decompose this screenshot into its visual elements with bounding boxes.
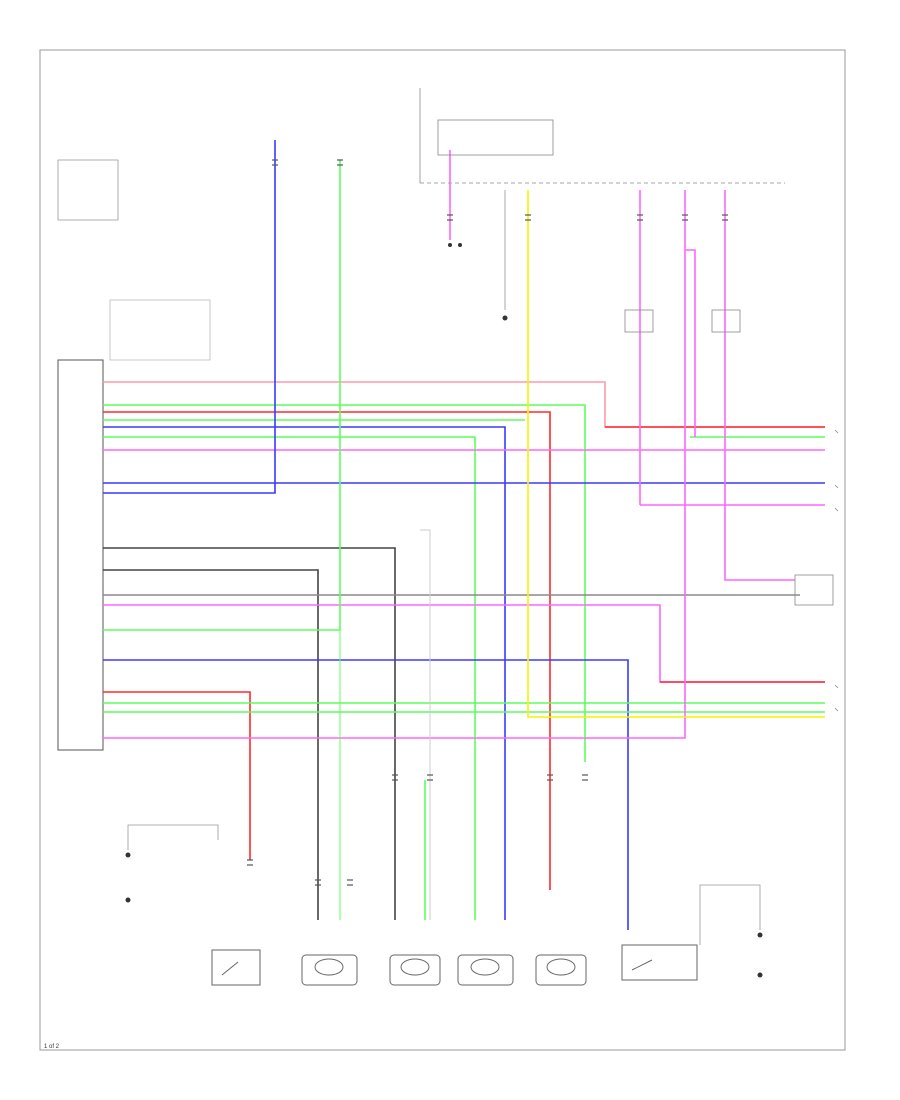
wire-yellow-1 — [527, 190, 825, 718]
page-number: 1 of 2 — [44, 1044, 60, 1050]
wire-pink-4 — [103, 190, 686, 739]
wire-blue-4 — [103, 659, 629, 930]
motor-rear-left — [535, 954, 587, 986]
wire-red-1 — [103, 411, 551, 890]
wire-pink-7 — [724, 190, 795, 581]
wire-red-4 — [103, 691, 251, 860]
sensor-box-top-left — [57, 159, 119, 221]
wire-pink-6 — [685, 249, 696, 437]
ecu-module — [57, 359, 104, 751]
wire-gray-2 — [420, 529, 431, 920]
wire-blue-1 — [103, 426, 506, 920]
wire-green-1 — [103, 404, 586, 762]
wire-black-1 — [103, 547, 396, 920]
wire-green-5 — [103, 160, 341, 631]
switch-left — [211, 949, 261, 986]
motor-front-left — [301, 954, 358, 986]
wire-blue-3 — [103, 140, 276, 494]
connector-ticks — [247, 159, 728, 886]
ground-symbols — [125, 243, 763, 978]
motor-rear-right — [389, 954, 441, 986]
ground-wire-left — [127, 824, 219, 850]
wire-pink-3 — [103, 604, 825, 683]
wire-group-horizontal — [103, 140, 825, 930]
sensor-box-mid-left — [109, 299, 211, 361]
sensor-box-right — [794, 574, 834, 606]
wire-black-2 — [103, 569, 319, 920]
bottom-components — [211, 944, 698, 986]
relay-symbols — [437, 119, 741, 333]
wire-green-3 — [103, 436, 476, 920]
brake-switch — [621, 944, 698, 981]
ground-wire-right — [699, 884, 761, 945]
motor-front-right — [457, 954, 514, 986]
right-edge-ticks — [834, 429, 839, 712]
diagram-frame — [39, 49, 846, 1051]
